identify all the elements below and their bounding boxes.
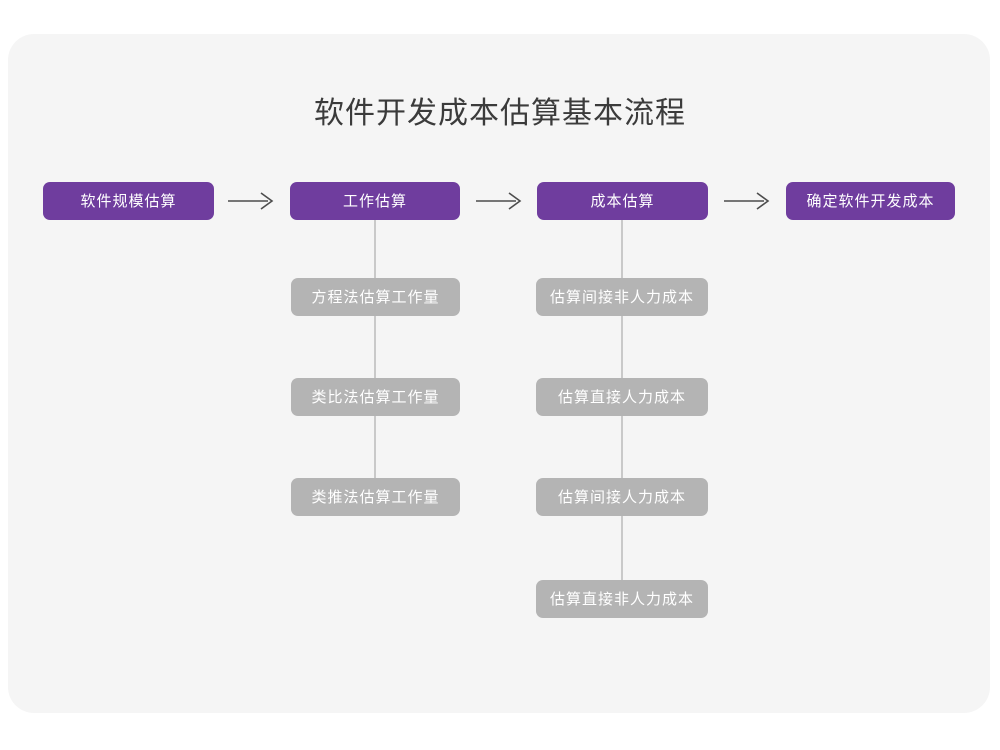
connector-line-effort xyxy=(374,219,376,499)
node-effort-equation-method[interactable]: 方程法估算工作量 xyxy=(291,278,460,316)
node-cost-direct-nonlabor[interactable]: 估算直接非人力成本 xyxy=(536,580,708,618)
node-cost-direct-labor[interactable]: 估算直接人力成本 xyxy=(536,378,708,416)
node-cost-indirect-nonlabor[interactable]: 估算间接非人力成本 xyxy=(536,278,708,316)
node-effort-analogy-method[interactable]: 类比法估算工作量 xyxy=(291,378,460,416)
node-effort-analogue-method[interactable]: 类推法估算工作量 xyxy=(291,478,460,516)
flow-arrow-1-icon xyxy=(226,186,278,216)
node-software-size-estimation[interactable]: 软件规模估算 xyxy=(43,182,214,220)
node-cost-estimation[interactable]: 成本估算 xyxy=(537,182,708,220)
flow-arrow-3-icon xyxy=(722,186,774,216)
node-effort-estimation[interactable]: 工作估算 xyxy=(290,182,460,220)
page-title: 软件开发成本估算基本流程 xyxy=(314,96,686,131)
diagram-card xyxy=(8,34,990,713)
node-final-development-cost[interactable]: 确定软件开发成本 xyxy=(786,182,955,220)
node-cost-indirect-labor[interactable]: 估算间接人力成本 xyxy=(536,478,708,516)
flow-arrow-2-icon xyxy=(474,186,526,216)
